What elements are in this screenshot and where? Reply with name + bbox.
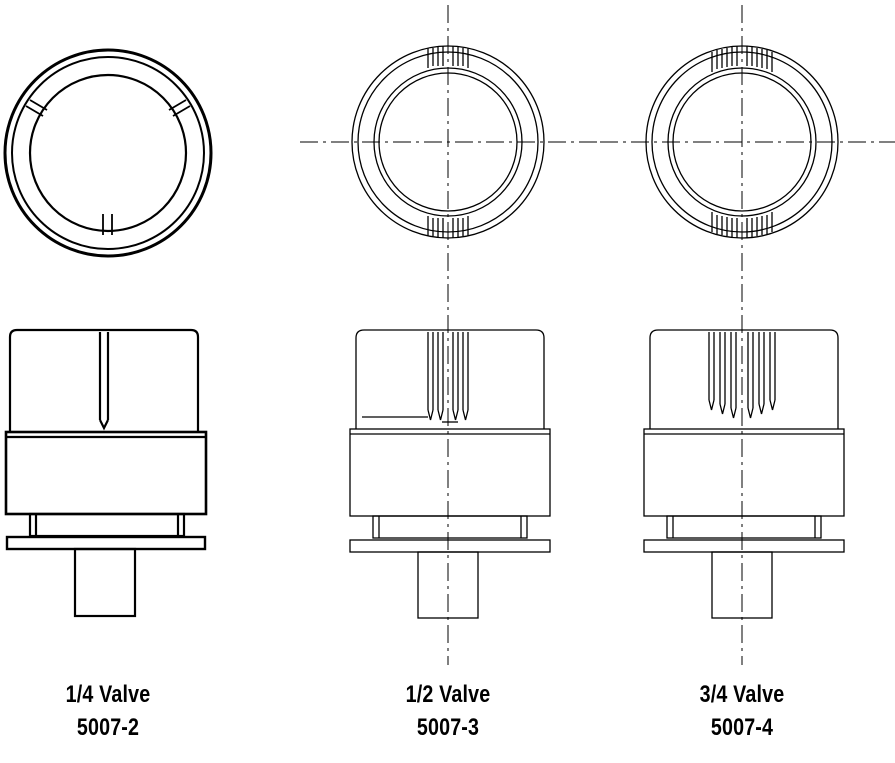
valve-part-number: 5007-4 (710, 714, 774, 741)
valve-3-4-top-view (645, 45, 839, 239)
valve-part-number: 5007-2 (76, 714, 140, 741)
valve-1-2-centerlines (300, 5, 598, 665)
valve-label: 3/4 Valve (699, 681, 785, 708)
valve-label: 1/4 Valve (65, 681, 151, 708)
valve-1-4-top-view (3, 48, 213, 258)
valve-3-4-centerlines (600, 5, 895, 665)
valve-caption-1-4: 1/4 Valve 5007-2 (18, 678, 198, 744)
valve-1-2-top-view (351, 45, 545, 239)
valve-part-number: 5007-3 (416, 714, 480, 741)
valve-3-4-side-view (643, 329, 845, 619)
valve-1-2-side-view (349, 329, 551, 619)
valve-1-4-side-view (4, 328, 208, 618)
valve-3-4 (600, 5, 895, 665)
valve-caption-3-4: 3/4 Valve 5007-4 (652, 678, 832, 744)
valve-caption-1-2: 1/2 Valve 5007-3 (358, 678, 538, 744)
valve-1-2 (300, 5, 598, 665)
valve-1-4 (3, 48, 213, 618)
valve-label: 1/2 Valve (405, 681, 491, 708)
